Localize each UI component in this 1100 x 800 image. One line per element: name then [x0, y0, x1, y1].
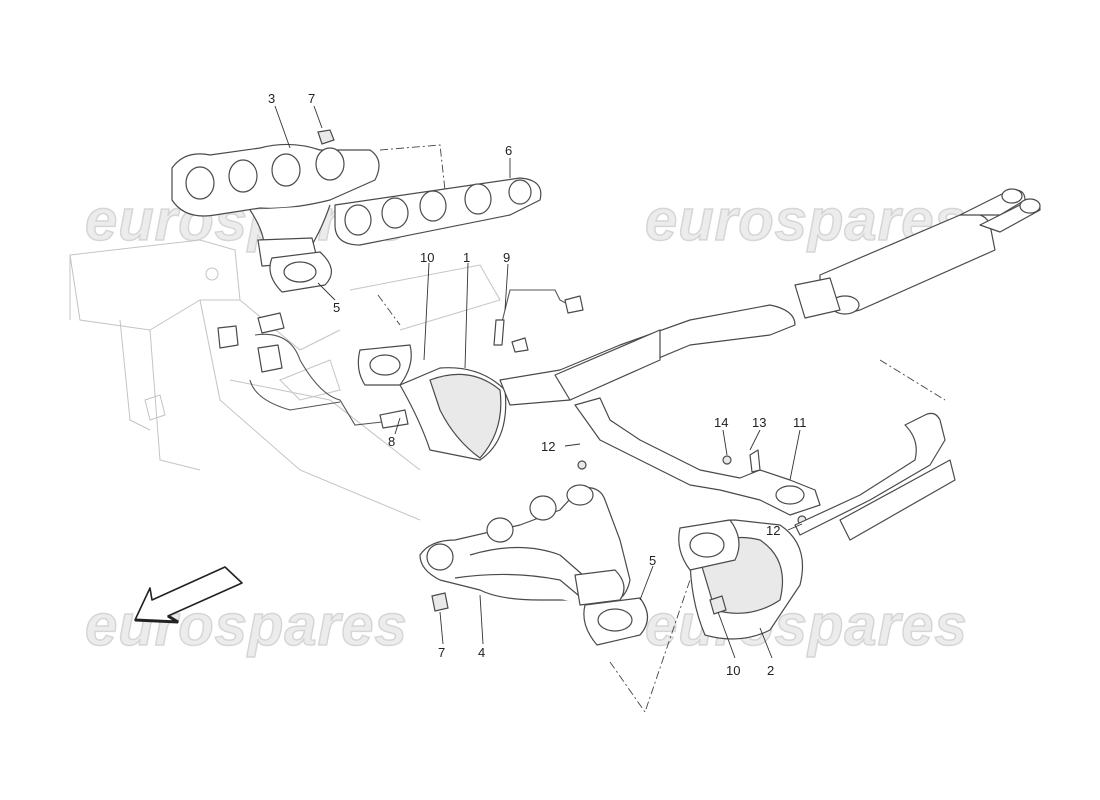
callout-1: 1: [463, 250, 470, 265]
callout-4: 4: [478, 645, 485, 660]
callout-7-upper: 7: [308, 91, 315, 106]
gasket-lower: [583, 597, 649, 646]
catalytic-converter-left: [357, 304, 796, 461]
callout-7-lower: 7: [438, 645, 445, 660]
callout-12-lower: 12: [766, 523, 780, 538]
rear-muffler: [794, 188, 1041, 319]
callout-5-upper: 5: [333, 300, 340, 315]
exhaust-bracket: [574, 397, 821, 525]
nut-lower: [431, 592, 449, 612]
callout-13: 13: [752, 415, 766, 430]
callout-9: 9: [503, 250, 510, 265]
oxygen-sensor-upper: [493, 289, 584, 353]
callout-labels: 3 7 6 5 10 1 9 8 12 14 13 11 12 5 7 4 10…: [268, 91, 807, 678]
assembly-lines: [377, 144, 946, 713]
exhaust-manifold-right: [419, 484, 631, 606]
callout-11: 11: [793, 415, 807, 430]
watermark-bottom-left: eurospares: [85, 593, 408, 658]
direction-arrow: [134, 566, 243, 624]
callout-8: 8: [388, 434, 395, 449]
callout-2: 2: [767, 663, 774, 678]
callout-10-upper: 10: [420, 250, 434, 265]
gasket-upper: [269, 251, 332, 293]
nut-upper: [317, 129, 335, 145]
callout-10-lower: 10: [726, 663, 740, 678]
exhaust-manifold-left: [171, 143, 380, 267]
catalytic-converter-right: [678, 412, 956, 640]
watermark-bottom-right: eurospares: [645, 593, 968, 658]
callout-5-lower: 5: [649, 553, 656, 568]
callout-3: 3: [268, 91, 275, 106]
watermark-group: eurospares eurospares eurospares eurospa…: [84, 187, 968, 659]
callout-14: 14: [714, 415, 728, 430]
oxygen-sensor-lower: [217, 312, 409, 429]
manifold-gasket: [334, 177, 542, 246]
callout-6: 6: [505, 143, 512, 158]
chassis-frame: [69, 239, 501, 521]
callout-12-upper: 12: [541, 439, 555, 454]
leader-lines: [274, 105, 803, 659]
